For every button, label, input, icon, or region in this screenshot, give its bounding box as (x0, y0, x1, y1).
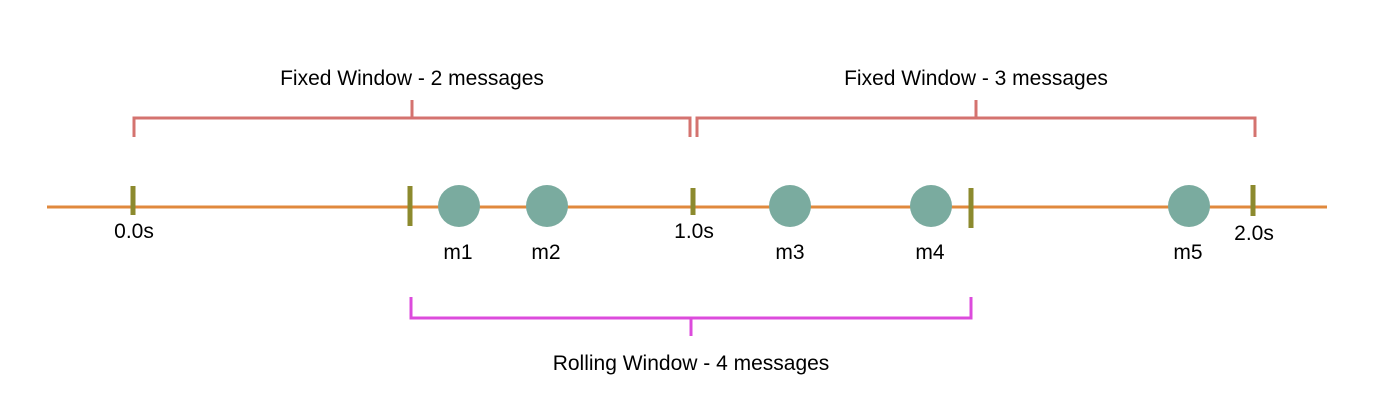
message-dot-m1 (438, 185, 480, 227)
message-m5: m5 (1168, 185, 1210, 264)
tick-0: 0.0s (114, 186, 154, 243)
message-dot-m3 (769, 185, 811, 227)
message-m3: m3 (769, 185, 811, 264)
fixed-window-1: Fixed Window - 2 messages (132, 67, 692, 137)
message-dot-m4 (910, 185, 952, 227)
message-label-m4: m4 (915, 241, 944, 264)
message-label-m1: m1 (443, 241, 472, 264)
message-m2: m2 (526, 185, 568, 264)
message-dot-m2 (526, 185, 568, 227)
rolling-window: Rolling Window - 4 messages (409, 297, 973, 375)
message-m4: m4 (910, 185, 952, 264)
fixed-window-2: Fixed Window - 3 messages (695, 67, 1257, 137)
tick-label-0: 0.0s (114, 220, 154, 243)
message-dot-m5 (1168, 185, 1210, 227)
message-label-m2: m2 (531, 241, 560, 264)
fixed-window-2-bracket (695, 100, 1257, 137)
fixed-window-1-label: Fixed Window - 2 messages (280, 67, 544, 90)
fixed-window-1-bracket (132, 100, 692, 137)
message-m1: m1 (438, 185, 480, 264)
tick-4: 2.0s (1234, 185, 1274, 245)
tick-2: 1.0s (674, 188, 714, 243)
fixed-window-2-label: Fixed Window - 3 messages (844, 67, 1108, 90)
rolling-window-bracket (409, 297, 973, 336)
message-label-m3: m3 (775, 241, 804, 264)
tick-label-4: 2.0s (1234, 222, 1274, 245)
tick-label-2: 1.0s (674, 220, 714, 243)
message-label-m5: m5 (1173, 241, 1202, 264)
rolling-window-label: Rolling Window - 4 messages (553, 352, 830, 375)
